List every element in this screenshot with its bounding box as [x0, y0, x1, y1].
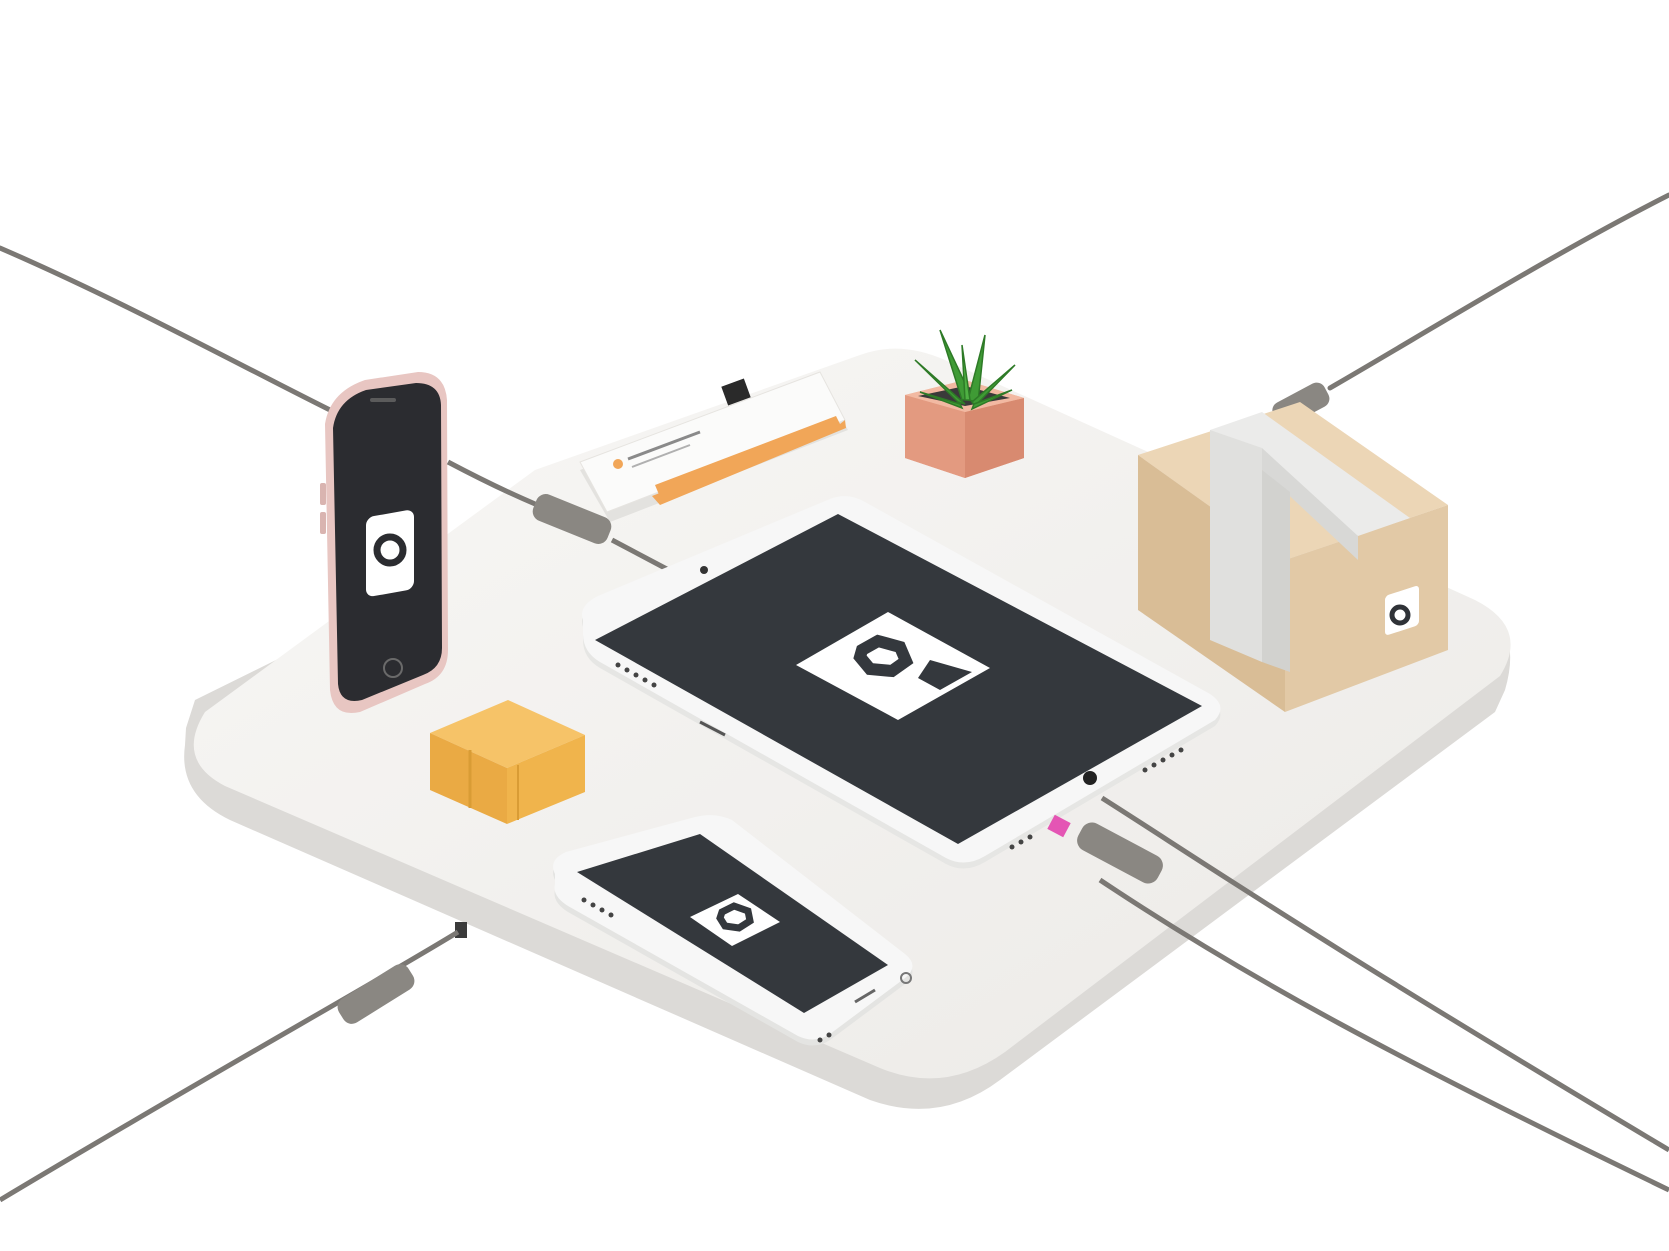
- phone-flat: [553, 815, 913, 1046]
- kraft-box: [1138, 402, 1448, 712]
- phone-flat-speaker: [581, 897, 832, 1043]
- cable-plug: [1077, 822, 1163, 884]
- cable-plug: [337, 964, 415, 1024]
- potted-plant: [905, 329, 1024, 478]
- card-mark-icon: [613, 459, 623, 469]
- phone-standing: [320, 372, 448, 714]
- phone-speaker: [370, 398, 396, 402]
- tablet: [582, 496, 1221, 869]
- gear-shield-icon: [796, 612, 990, 720]
- box-gear-icon: [1389, 604, 1411, 626]
- card-logo-icon: [721, 378, 751, 406]
- gear-shield-icon: [366, 510, 414, 597]
- yellow-box: [430, 700, 585, 824]
- gear-shield-icon: [690, 894, 780, 946]
- phone-home-button: [383, 658, 403, 678]
- cable-bottom-left: [0, 929, 460, 1203]
- cable-top-right: [1272, 192, 1669, 427]
- usb-connector: [1047, 814, 1071, 838]
- cable-top-left: [0, 245, 333, 413]
- succulent-icon: [914, 329, 1016, 411]
- tablet-speaker-grille: [615, 662, 1184, 850]
- cable-tablet-right: [1047, 795, 1669, 1193]
- tablet-camera: [1083, 771, 1097, 785]
- business-card: [579, 371, 848, 522]
